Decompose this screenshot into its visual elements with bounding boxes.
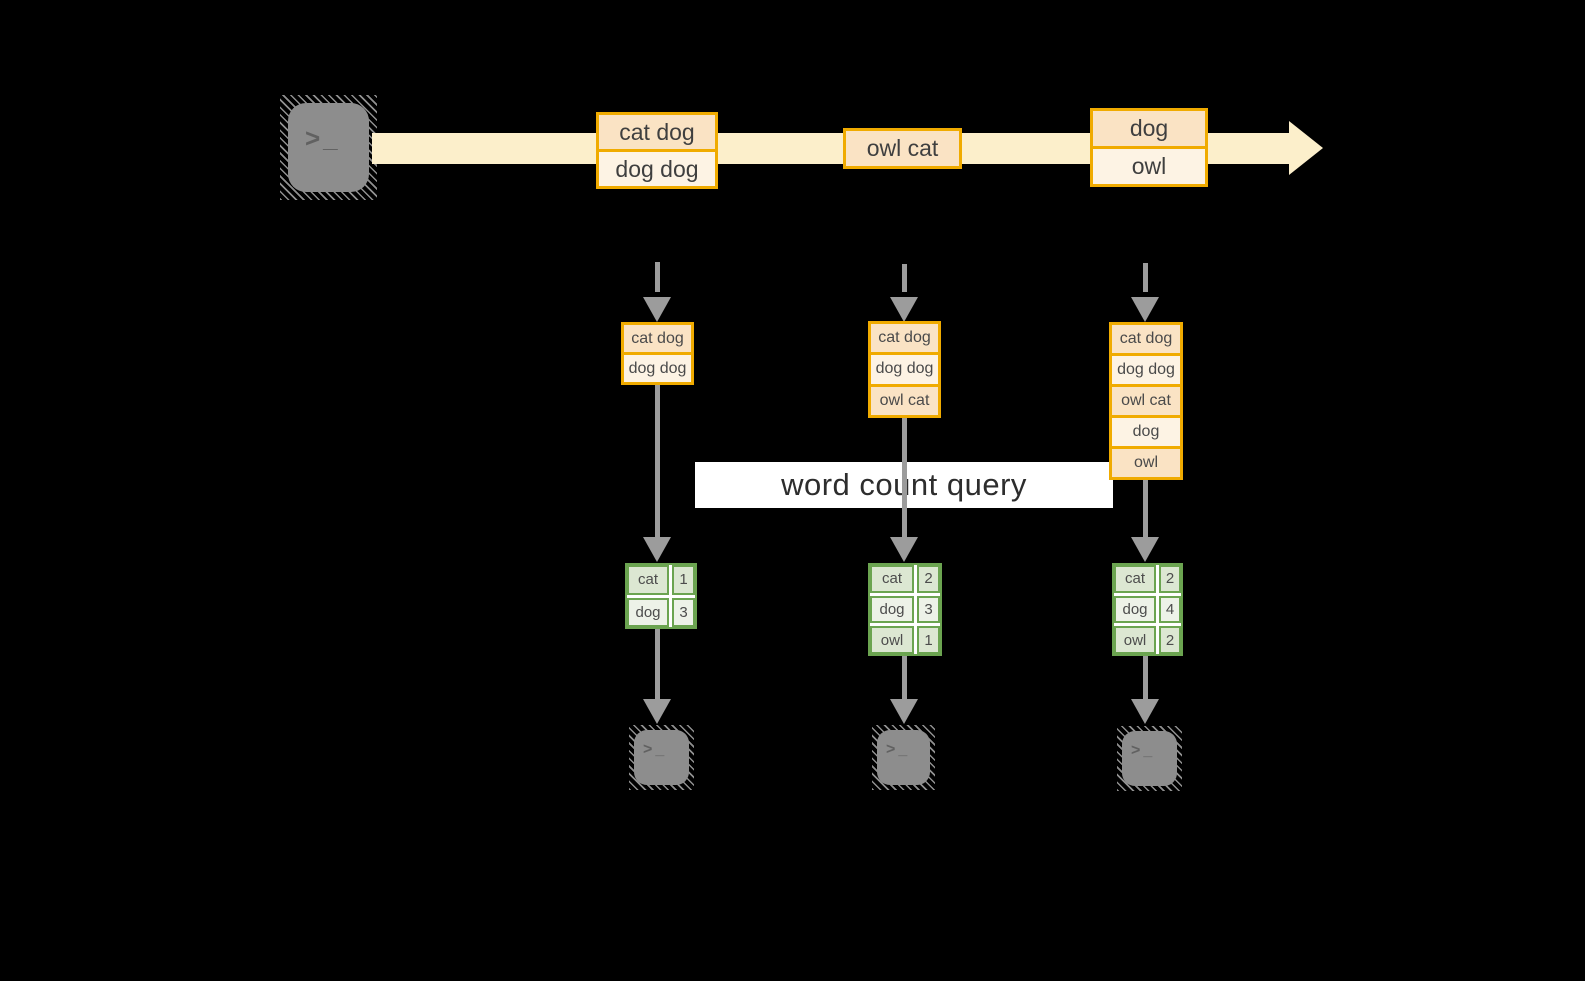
sink-arrow-line — [901, 656, 907, 699]
sink-terminal-icon-2: >_ — [872, 725, 935, 790]
word-cell: dog — [870, 595, 914, 624]
query-arrow-head — [1131, 537, 1159, 562]
stream-arrowhead — [1289, 121, 1323, 175]
sink-arrow-line — [1142, 656, 1148, 699]
word-cell: dog — [627, 597, 669, 627]
sink-terminal-icon-3: >_ — [1117, 726, 1182, 791]
word-cell: cat — [627, 565, 669, 595]
dashed-arrow-head — [1131, 297, 1159, 322]
state-row: cat dog — [871, 324, 938, 353]
count-table-3: cat 2 dog 4 owl 2 — [1112, 563, 1183, 656]
state-row: cat dog — [1112, 325, 1180, 353]
terminal-prompt-icon: >_ — [1131, 742, 1156, 759]
dashed-arrow-head — [643, 297, 671, 322]
state-buffer-1: cat dog dog dog — [621, 322, 694, 385]
count-cell: 4 — [1159, 595, 1181, 624]
dashed-arrow-line — [1142, 263, 1148, 292]
stream-event-1: cat dog dog dog — [596, 112, 718, 189]
event-row: owl — [1093, 146, 1205, 184]
state-row: dog dog — [871, 352, 938, 384]
sink-terminal-icon-1: >_ — [629, 725, 694, 790]
state-buffer-3: cat dog dog dog owl cat dog owl — [1109, 322, 1183, 480]
dashed-arrow-line — [654, 262, 660, 292]
count-cell: 3 — [672, 597, 695, 627]
state-row: dog dog — [624, 352, 691, 382]
count-cell: 1 — [917, 626, 940, 654]
state-buffer-2: cat dog dog dog owl cat — [868, 321, 941, 418]
sink-arrow-head — [890, 699, 918, 724]
sink-arrow-line — [654, 629, 660, 699]
query-arrow-head — [643, 537, 671, 562]
state-row: dog — [1112, 415, 1180, 446]
dashed-arrow-line — [901, 264, 907, 292]
word-cell: cat — [1114, 565, 1156, 593]
stream-event-2: owl cat — [843, 128, 962, 169]
terminal-prompt-icon: >_ — [886, 741, 911, 758]
sink-arrow-head — [643, 699, 671, 724]
source-terminal-icon: >_ — [280, 95, 377, 200]
sink-arrow-head — [1131, 699, 1159, 724]
event-row: owl cat — [846, 131, 959, 166]
count-table-2: cat 2 dog 3 owl 1 — [868, 563, 942, 656]
word-cell: cat — [870, 565, 914, 593]
count-cell: 2 — [917, 565, 940, 593]
event-row: dog dog — [599, 149, 715, 186]
count-cell: 3 — [917, 595, 940, 624]
state-row: owl cat — [871, 383, 938, 415]
count-cell: 2 — [1159, 565, 1181, 593]
query-arrow-line — [901, 418, 907, 538]
query-arrow-line — [654, 385, 660, 538]
state-row: owl — [1112, 446, 1180, 477]
terminal-prompt-icon: >_ — [643, 741, 668, 758]
count-table-1: cat 1 dog 3 — [625, 563, 697, 629]
event-row: dog — [1093, 111, 1205, 146]
word-cell: owl — [870, 626, 914, 654]
count-cell: 2 — [1159, 626, 1181, 654]
state-row: owl cat — [1112, 384, 1180, 415]
word-cell: owl — [1114, 626, 1156, 654]
terminal-prompt-icon: >_ — [305, 123, 341, 153]
count-cell: 1 — [672, 565, 695, 595]
state-row: dog dog — [1112, 353, 1180, 384]
state-row: cat dog — [624, 325, 691, 352]
event-row: cat dog — [599, 115, 715, 149]
stream-event-3: dog owl — [1090, 108, 1208, 187]
query-arrow-line — [1142, 480, 1148, 538]
query-arrow-head — [890, 537, 918, 562]
dashed-arrow-head — [890, 297, 918, 322]
word-cell: dog — [1114, 595, 1156, 624]
